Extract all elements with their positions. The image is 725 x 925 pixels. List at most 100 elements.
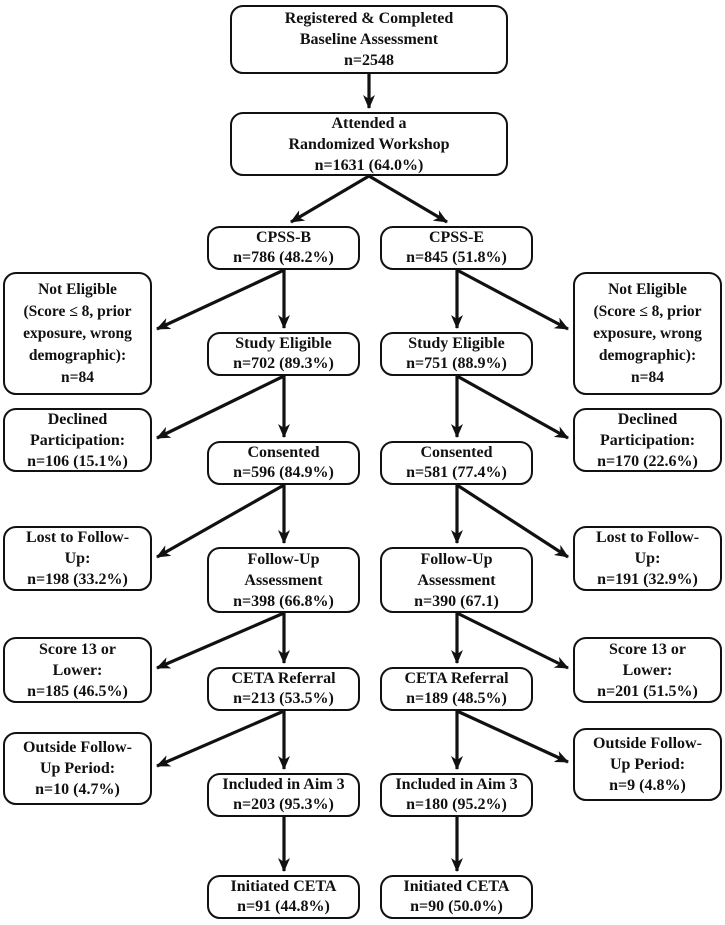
node-outside-left: Outside Follow- Up Period: n=10 (4.7%): [3, 732, 152, 805]
node-line: Follow-Up: [247, 550, 320, 568]
node-line: n=845 (51.8%): [406, 249, 507, 266]
node-registered: Registered & Completed Baseline Assessme…: [230, 5, 508, 74]
node-line: Randomized Workshop: [288, 135, 450, 153]
node-cpss-e: CPSS-E n=845 (51.8%): [380, 226, 533, 270]
node-line: n=702 (89.3%): [233, 355, 334, 372]
node-aim3-b: Included in Aim 3 n=203 (95.3%): [207, 773, 360, 817]
node-line: n=398 (66.8%): [233, 592, 334, 610]
node-not-eligible-right: Not Eligible (Score ≤ 8, prior exposure,…: [573, 272, 722, 395]
node-line: n=91 (44.8%): [237, 898, 330, 915]
node-line: Lower:: [52, 661, 103, 679]
node-line: Participation:: [599, 431, 696, 449]
node-line: CPSS-B: [255, 229, 312, 246]
node-score-left: Score 13 or Lower: n=185 (46.5%): [3, 637, 152, 703]
node-line: n=170 (22.6%): [597, 452, 698, 470]
node-line: Assessment: [244, 571, 323, 589]
node-outside-right: Outside Follow- Up Period: n=9 (4.8%): [573, 728, 722, 801]
node-line: n=786 (48.2%): [233, 249, 334, 266]
node-score-right: Score 13 or Lower: n=201 (51.5%): [573, 637, 722, 703]
node-line: Study Eligible: [235, 335, 332, 352]
node-study-eligible-b: Study Eligible n=702 (89.3%): [207, 332, 360, 376]
node-line: n=2548: [343, 52, 394, 69]
node-declined-right: Declined Participation: n=170 (22.6%): [573, 408, 722, 472]
node-line: Outside Follow-: [23, 739, 132, 756]
node-line: Lost to Follow-: [595, 529, 700, 546]
node-line: CETA Referral: [404, 670, 509, 687]
node-declined-left: Declined Participation: n=106 (15.1%): [3, 408, 152, 472]
node-followup-e: Follow-Up Assessment n=390 (67.1): [380, 547, 533, 613]
node-line: n=180 (95.2%): [406, 796, 507, 813]
node-line: Lower:: [622, 661, 673, 679]
node-line: Not Eligible: [38, 280, 117, 298]
node-line: Consented: [247, 444, 320, 461]
node-line: n=10 (4.7%): [35, 781, 120, 798]
node-ceta-e: CETA Referral n=189 (48.5%): [380, 667, 533, 711]
arrow-followup_e-to-score_right: [456, 611, 569, 670]
node-line: n=84: [631, 368, 664, 386]
node-line: Included in Aim 3: [395, 776, 518, 793]
node-followup-b: Follow-Up Assessment n=398 (66.8%): [207, 547, 360, 613]
node-line: Outside Follow-: [593, 735, 702, 752]
node-line: n=213 (53.5%): [233, 690, 334, 707]
node-consented-e: Consented n=581 (77.4%): [380, 441, 533, 485]
arrow-study_eligible_e-to-declined_right: [456, 374, 569, 440]
node-line: exposure, wrong: [593, 324, 702, 342]
node-ceta-b: CETA Referral n=213 (53.5%): [207, 667, 360, 711]
node-line: Score 13 or: [608, 640, 686, 658]
arrow-ceta_b-to-outside_left: [156, 709, 285, 768]
node-line: CETA Referral: [231, 670, 336, 687]
node-line: Up Period:: [609, 756, 686, 773]
node-line: Follow-Up: [420, 550, 493, 568]
node-line: Initiated CETA: [403, 878, 510, 895]
node-line: Up:: [64, 550, 91, 567]
arrow-consented_b-to-lost_left: [156, 483, 285, 559]
node-line: Score 13 or: [38, 640, 116, 658]
node-line: Not Eligible: [608, 280, 687, 298]
node-line: demographic):: [28, 346, 127, 364]
node-line: n=198 (33.2%): [27, 571, 128, 588]
node-cpss-b: CPSS-B n=786 (48.2%): [207, 226, 360, 270]
arrow-followup_b-to-score_left: [156, 611, 285, 670]
node-line: Declined: [47, 410, 108, 428]
node-line: (Score ≤ 8, prior: [593, 302, 702, 320]
node-line: demographic):: [598, 346, 697, 364]
node-lost-left: Lost to Follow- Up: n=198 (33.2%): [3, 526, 152, 591]
node-line: Registered & Completed: [284, 10, 454, 27]
node-line: n=189 (48.5%): [406, 690, 507, 707]
node-line: n=596 (84.9%): [233, 464, 334, 481]
arrow-attended-to-cpss_b: [290, 174, 370, 224]
node-line: Lost to Follow-: [25, 529, 130, 546]
node-line: n=390 (67.1): [414, 592, 499, 610]
node-line: n=751 (88.9%): [406, 355, 507, 372]
node-line: Baseline Assessment: [299, 31, 439, 48]
node-line: n=185 (46.5%): [27, 682, 128, 700]
arrow-ceta_e-to-outside_right: [456, 709, 569, 764]
node-line: (Score ≤ 8, prior: [23, 302, 132, 320]
node-line: n=1631 (64.0%): [314, 156, 424, 174]
node-attended: Attended a Randomized Workshop n=1631 (6…: [230, 112, 508, 176]
node-line: Consented: [420, 444, 493, 461]
node-line: Attended a: [331, 114, 407, 132]
node-line: n=201 (51.5%): [597, 682, 698, 700]
node-line: n=9 (4.8%): [609, 777, 686, 794]
node-line: Included in Aim 3: [222, 776, 345, 793]
node-consented-b: Consented n=596 (84.9%): [207, 441, 360, 485]
node-line: Declined: [617, 410, 678, 428]
node-line: n=90 (50.0%): [410, 898, 503, 915]
node-not-eligible-left: Not Eligible (Score ≤ 8, prior exposure,…: [3, 272, 152, 395]
node-line: Study Eligible: [408, 335, 505, 352]
node-line: Initiated CETA: [230, 878, 337, 895]
node-line: n=84: [61, 368, 94, 386]
node-line: Assessment: [417, 571, 496, 589]
node-initiated-e: Initiated CETA n=90 (50.0%): [380, 875, 533, 919]
arrow-study_eligible_b-to-declined_left: [156, 374, 285, 440]
node-line: Participation:: [29, 431, 126, 449]
arrow-cpss_b-to-not_eligible_left: [156, 268, 285, 331]
arrow-cpss_e-to-not_eligible_right: [456, 268, 569, 331]
node-line: n=203 (95.3%): [233, 796, 334, 813]
arrow-consented_e-to-lost_right: [456, 483, 569, 559]
node-lost-right: Lost to Follow- Up: n=191 (32.9%): [573, 526, 722, 591]
node-line: n=581 (77.4%): [406, 464, 507, 481]
node-line: n=191 (32.9%): [597, 571, 698, 588]
